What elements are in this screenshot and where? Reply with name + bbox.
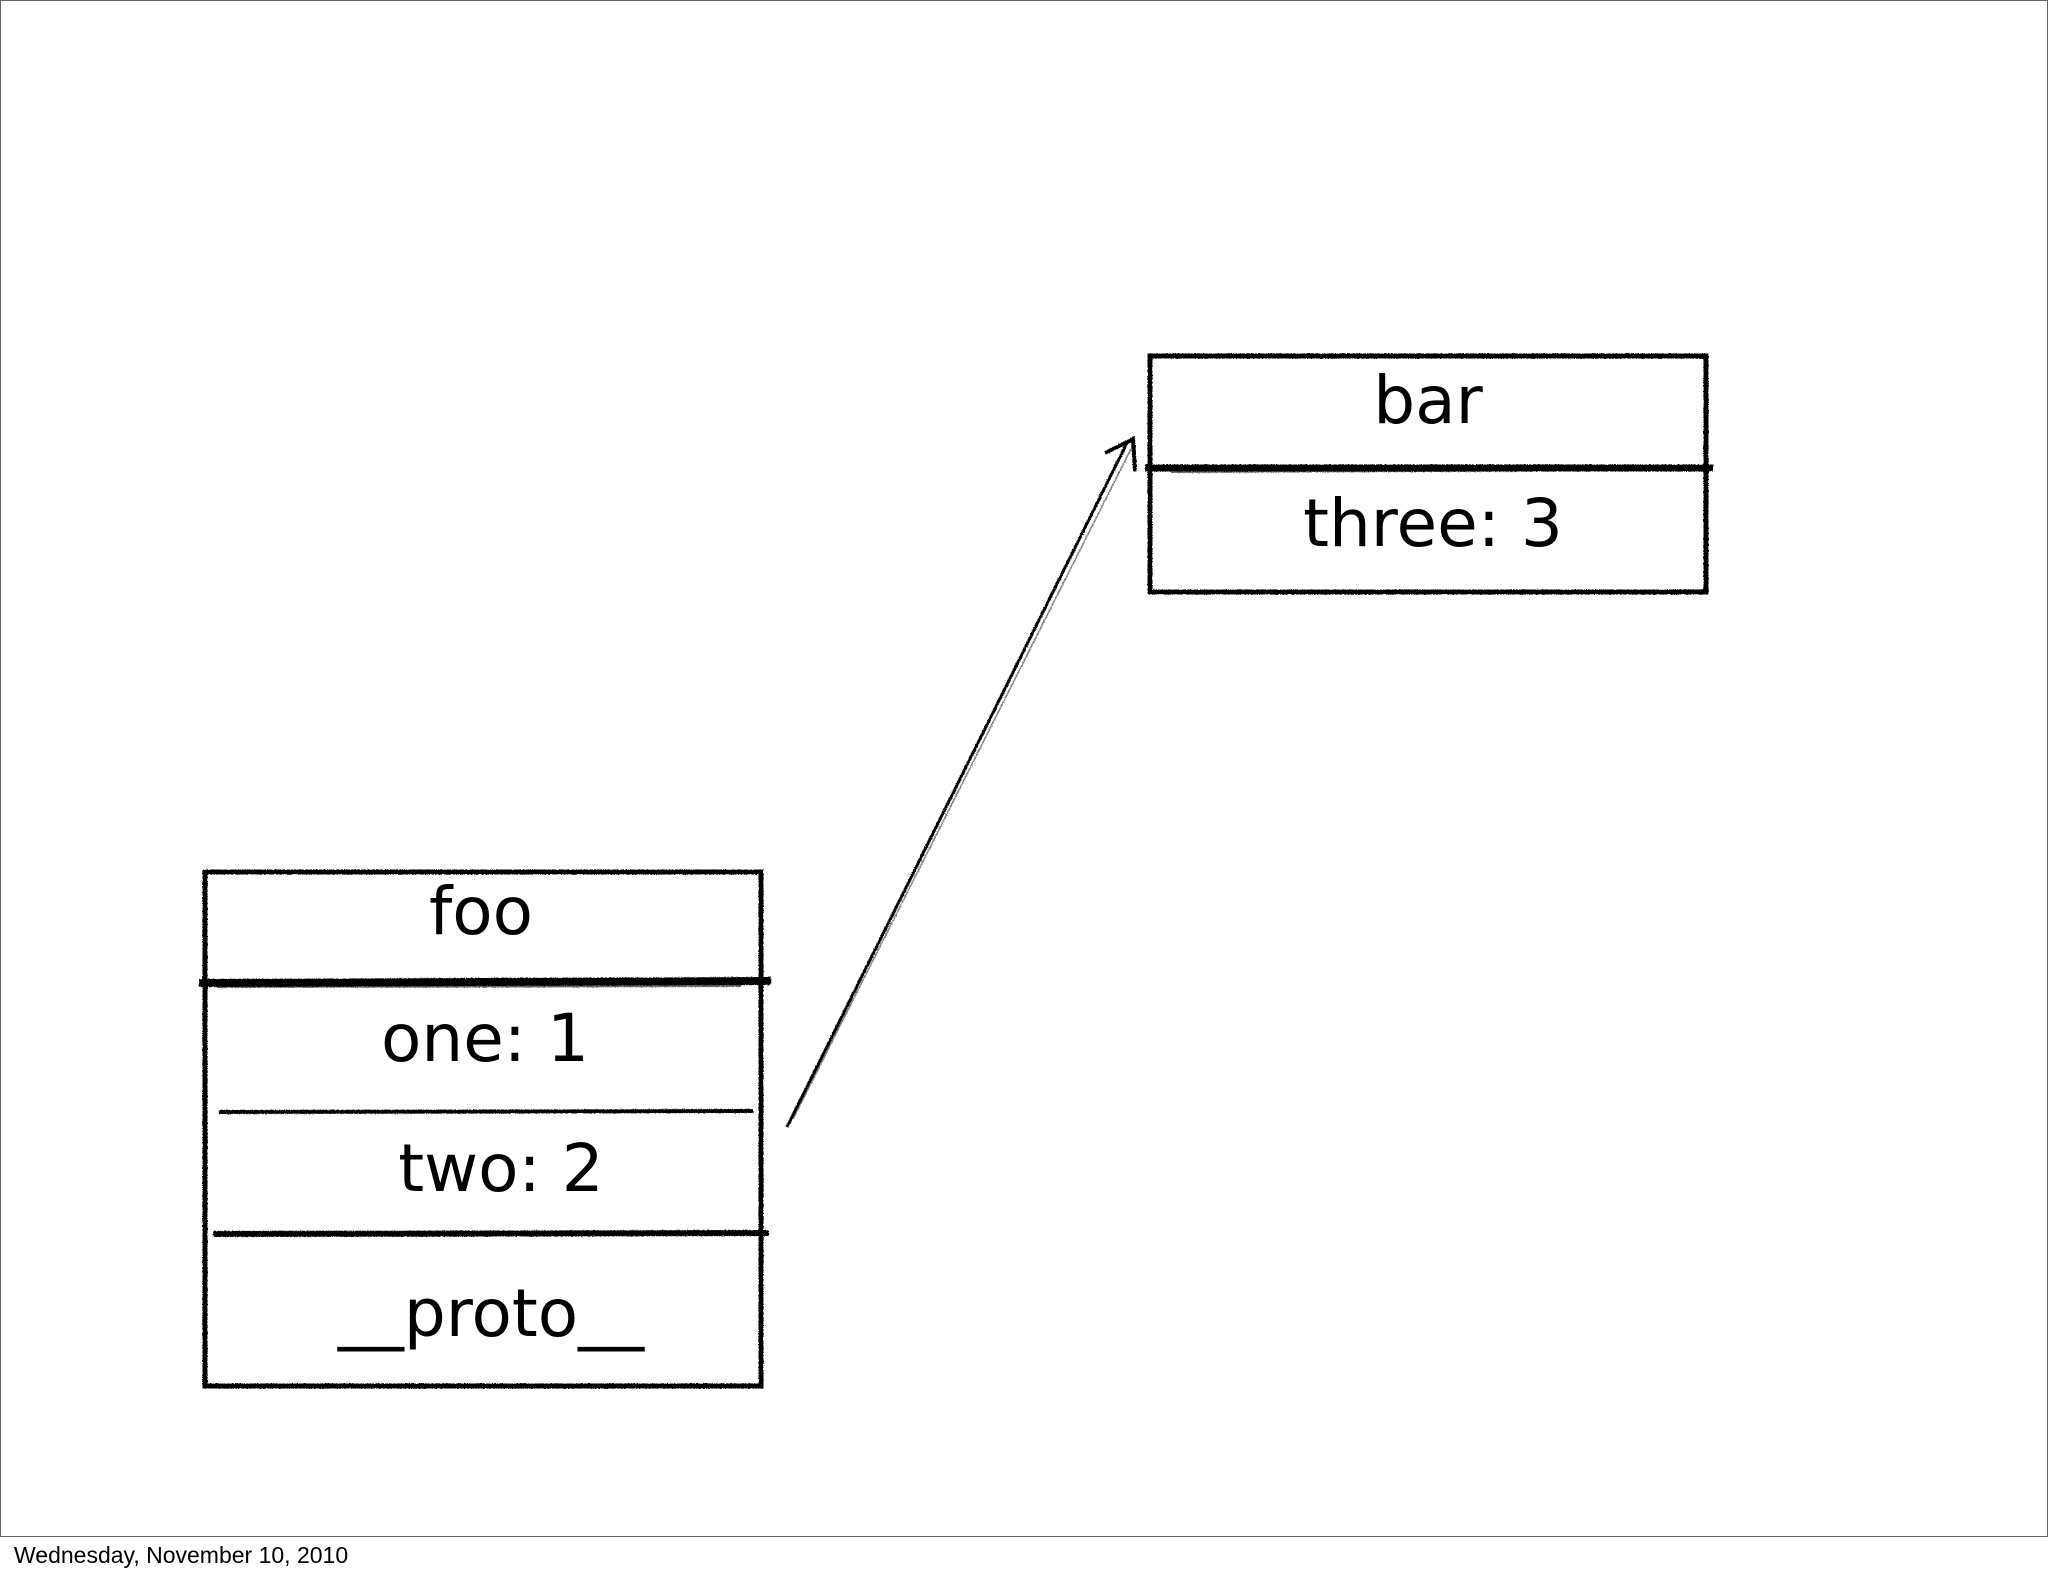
slide-frame: bar three: 3 foo one: 1 two: 2 __proto__ [0, 0, 2048, 1537]
foo-object-box [198, 869, 772, 1389]
object-diagram: bar three: 3 foo one: 1 two: 2 __proto__ [198, 353, 1713, 1389]
proto-arrow-shaft [785, 442, 1129, 1128]
bar-box-outline [1147, 353, 1709, 595]
foo-row-one: one: 1 [381, 1000, 589, 1077]
bar-row-three: three: 3 [1303, 485, 1563, 562]
proto-arrow [785, 435, 1137, 1128]
foo-box-outline [202, 869, 764, 1389]
foo-row-divider-1 [218, 1109, 754, 1114]
foo-title: foo [429, 873, 533, 950]
bar-object-box [1145, 353, 1713, 595]
foo-header-divider [198, 977, 772, 987]
foo-row-divider-2 [212, 1230, 770, 1237]
footer-date: Wednesday, November 10, 2010 [14, 1542, 349, 1568]
foo-row-proto: __proto__ [337, 1275, 645, 1352]
arrowhead-icon [1104, 435, 1137, 472]
foo-row-two: two: 2 [398, 1130, 603, 1207]
bar-title: bar [1373, 362, 1483, 439]
